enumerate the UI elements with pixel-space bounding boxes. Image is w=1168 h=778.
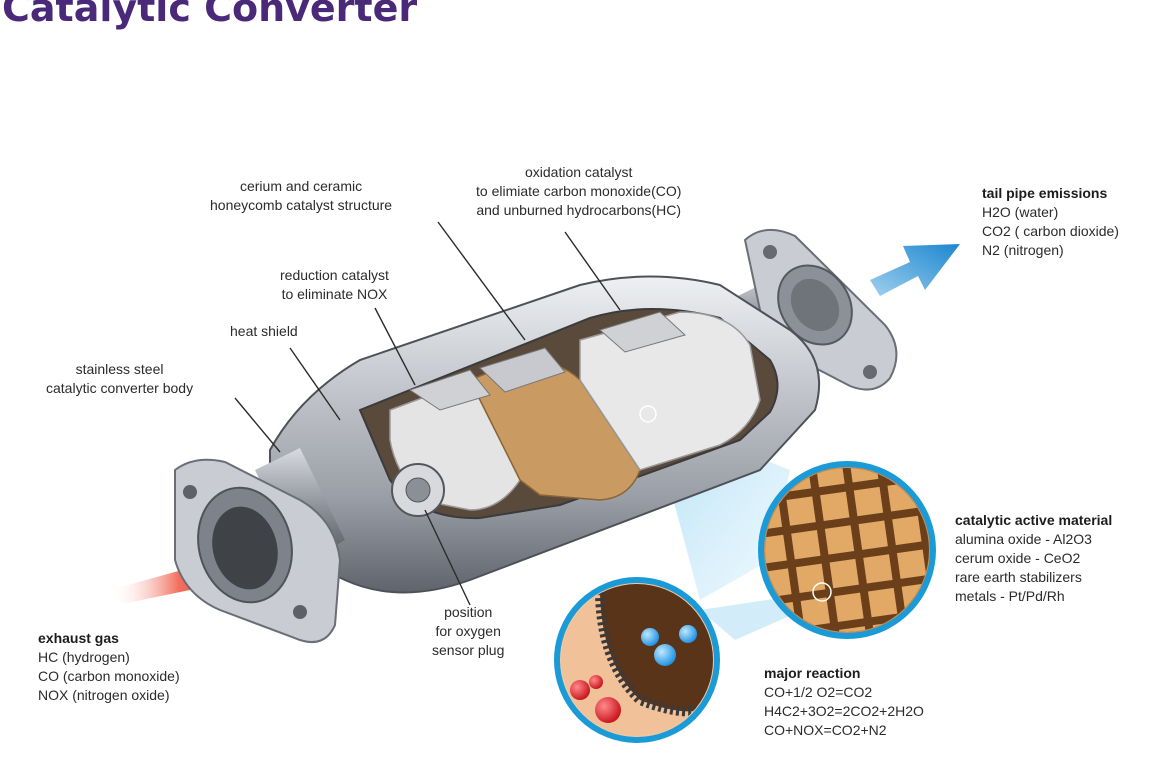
label-heat-shield: heat shield: [230, 323, 298, 339]
tailpipe-item: CO2 ( carbon dioxide): [982, 223, 1119, 239]
tailpipe-emissions: tail pipe emissions H2O (water) CO2 ( ca…: [982, 184, 1119, 260]
reaction-heading: major reaction: [764, 665, 861, 681]
label-line: oxidation catalyst: [525, 164, 633, 180]
label-oxygen-sensor: position for oxygen sensor plug: [432, 603, 504, 660]
exhaust-heading: exhaust gas: [38, 630, 119, 646]
tailpipe-item: N2 (nitrogen): [982, 242, 1064, 258]
reaction-item: CO+1/2 O2=CO2: [764, 684, 873, 700]
exhaust-gas: exhaust gas HC (hydrogen) CO (carbon mon…: [38, 629, 180, 705]
label-line: stainless steel: [75, 361, 164, 377]
label-cerium-honeycomb: cerium and ceramic honeycomb catalyst st…: [210, 177, 392, 215]
major-reaction: major reaction CO+1/2 O2=CO2 H4C2+3O2=2C…: [764, 664, 924, 740]
active-item: metals - Pt/Pd/Rh: [955, 588, 1065, 604]
label-steel-body: stainless steel catalytic converter body: [46, 360, 193, 398]
exhaust-item: NOX (nitrogen oxide): [38, 687, 170, 703]
label-line: reduction catalyst: [280, 267, 389, 283]
label-line: and unburned hydrocarbons(HC): [476, 202, 682, 218]
active-item: rare earth stabilizers: [955, 569, 1082, 585]
active-item: alumina oxide - Al2O3: [955, 531, 1092, 547]
leader-lines: [234, 221, 621, 606]
reaction-magnifier: [554, 577, 720, 743]
label-line: to eliminate NOX: [281, 286, 388, 302]
active-item: cerum oxide - CeO2: [955, 550, 1081, 566]
tailpipe-heading: tail pipe emissions: [982, 185, 1108, 201]
exhaust-item: CO (carbon monoxide): [38, 668, 180, 684]
active-heading: catalytic active material: [955, 512, 1113, 528]
exhaust-item: HC (hydrogen): [38, 649, 130, 665]
label-line: honeycomb catalyst structure: [210, 197, 393, 213]
page-title: Catalytic Converter: [2, 0, 418, 30]
label-line: sensor plug: [432, 642, 505, 658]
tailpipe-item: H2O (water): [982, 204, 1059, 220]
label-line: for oxygen: [435, 623, 501, 639]
label-oxidation-catalyst: oxidation catalyst to elimiate carbon mo…: [476, 163, 681, 220]
label-line: to elimiate carbon monoxide(CO): [476, 183, 682, 199]
label-reduction-catalyst: reduction catalyst to eliminate NOX: [280, 266, 389, 304]
reaction-item: CO+NOX=CO2+N2: [764, 722, 887, 738]
label-line: position: [444, 604, 493, 620]
reaction-item: H4C2+3O2=2CO2+2H2O: [764, 703, 924, 719]
outlet-arrow: [870, 244, 960, 296]
label-line: catalytic converter body: [46, 380, 194, 396]
catalytic-active-material: catalytic active material alumina oxide …: [955, 511, 1112, 606]
label-line: cerium and ceramic: [239, 178, 363, 194]
